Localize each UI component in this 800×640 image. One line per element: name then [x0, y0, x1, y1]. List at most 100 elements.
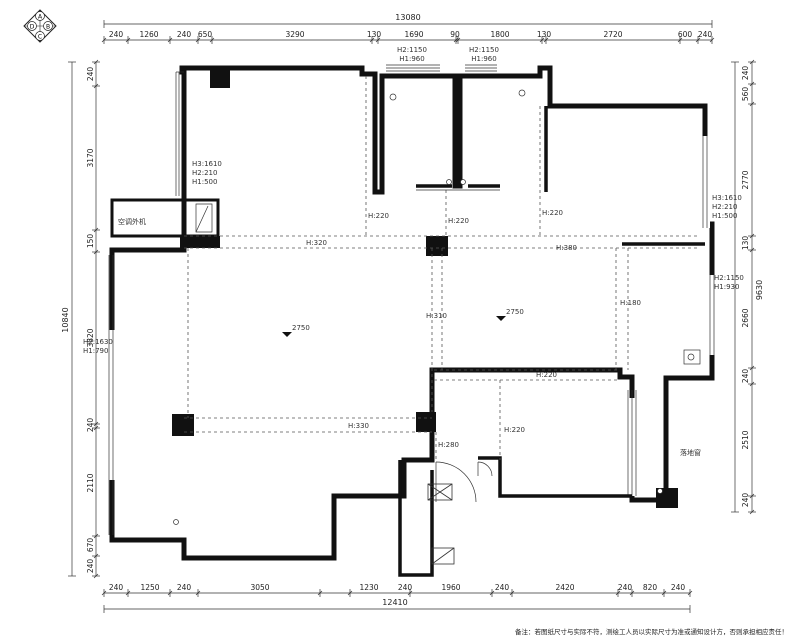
ceiling-height-markers — [282, 316, 506, 337]
compass-letter-b: B — [46, 24, 50, 31]
window-top-right-h2: H2:1150 — [469, 46, 499, 54]
dim-top-10: 2720 — [603, 30, 622, 39]
dim-left-5: 2110 — [86, 473, 95, 492]
dim-right-0: 240 — [741, 66, 750, 81]
dim-top-0: 240 — [109, 30, 124, 39]
dim-right-4: 2660 — [741, 308, 750, 327]
beam-h11: H:220 — [504, 426, 525, 434]
dim-top-7: 90 — [450, 30, 460, 39]
dim-right-1: 560 — [741, 87, 750, 102]
dim-top-8: 1800 — [490, 30, 509, 39]
dimension-tick — [677, 37, 683, 43]
beam-h4: H:320 — [306, 239, 327, 247]
dim-left-2: 150 — [86, 234, 95, 249]
beam-h5: H:380 — [556, 244, 577, 252]
dim-bottom-6: 1960 — [441, 583, 460, 592]
dimension-tick — [167, 37, 173, 43]
dim-bottom-11: 240 — [671, 583, 686, 592]
dim-top-4: 3290 — [285, 30, 304, 39]
dimension-tick — [539, 37, 545, 43]
dimension-lines — [71, 23, 753, 610]
dim-bottom-1: 1250 — [140, 583, 159, 592]
dimension-tick — [93, 573, 99, 579]
window-right-upper-h3: H3:1610 — [712, 194, 742, 202]
window-left-upper-h3: H3:1610 — [192, 160, 222, 168]
dimension-tick — [93, 83, 99, 89]
dimension-tick — [453, 37, 459, 43]
dimension-tick — [489, 590, 495, 596]
ceiling-height-left: 2750 — [292, 324, 310, 332]
dim-bottom-0: 240 — [109, 583, 124, 592]
dimension-tick — [695, 37, 701, 43]
dimension-tick — [93, 533, 99, 539]
dimension-tick — [369, 37, 375, 43]
dim-left-6: 670 — [86, 538, 95, 553]
dimension-tick — [749, 509, 755, 515]
beam-h8: H:220 — [536, 371, 557, 379]
dim-right-2: 2770 — [741, 170, 750, 189]
windows — [108, 64, 715, 535]
french-window-label: 落地窗 — [680, 448, 701, 457]
dimension-tick — [749, 493, 755, 499]
dimension-tick — [509, 590, 515, 596]
dimension-tick — [407, 590, 413, 596]
dimension-tick — [317, 590, 323, 596]
compass-letter-d: D — [30, 24, 35, 31]
dimension-tick — [93, 553, 99, 559]
dim-left-7: 240 — [86, 559, 95, 574]
dimension-tick — [101, 37, 107, 43]
dimension-tick — [455, 37, 461, 43]
dim-top-total: 13080 — [395, 13, 420, 22]
dimension-tick — [661, 590, 667, 596]
dimension-tick — [209, 37, 215, 43]
window-right-upper-h1: H1:500 — [712, 212, 737, 220]
window-top-left-h2: H2:1150 — [397, 46, 427, 54]
dimension-tick — [709, 37, 715, 43]
dimension-tick — [195, 590, 201, 596]
beam-h1: H:220 — [368, 212, 389, 220]
beam-lines — [184, 76, 700, 460]
dimension-tick — [347, 590, 353, 596]
dim-bottom-3: 3050 — [250, 583, 269, 592]
beam-h6: H:310 — [426, 312, 447, 320]
dimension-ticks — [68, 20, 756, 613]
window-top-right-h1: H1:960 — [471, 55, 496, 63]
dim-left-3: 3820 — [86, 328, 95, 347]
dim-right-3: 130 — [741, 236, 750, 251]
dim-bottom-2: 240 — [177, 583, 192, 592]
dimension-tick — [93, 59, 99, 65]
window-right-upper-h2: H2:210 — [712, 203, 737, 211]
utility-shafts — [427, 483, 455, 565]
dim-top-1: 1260 — [139, 30, 158, 39]
dimension-tick — [749, 247, 755, 253]
dim-top-2: 240 — [177, 30, 192, 39]
dim-top-3: 650 — [198, 30, 213, 39]
dimension-tick — [125, 37, 131, 43]
dimension-tick — [167, 590, 173, 596]
dim-bottom-9: 240 — [618, 583, 633, 592]
dim-bottom-total: 12410 — [382, 598, 407, 607]
footer-note: 备注：若图纸尺寸与实际不符，测绘工人员以实际尺寸为准或通知设计方，否则承担相应责… — [515, 627, 788, 636]
compass-letter-a: A — [38, 14, 43, 21]
dimension-tick — [125, 590, 131, 596]
floor-drains — [173, 89, 701, 525]
window-openings — [107, 63, 717, 496]
columns — [172, 68, 678, 508]
dimension-tick — [687, 590, 693, 596]
dim-top-12: 240 — [698, 30, 713, 39]
ac-unit-label: 空调外机 — [118, 217, 146, 226]
window-right-mid-h2: H2:1150 — [714, 274, 744, 282]
dim-right-6: 2510 — [741, 430, 750, 449]
dimension-tick — [615, 590, 621, 596]
dim-right-7: 240 — [741, 493, 750, 508]
dimension-tick — [93, 425, 99, 431]
dim-left-1: 3170 — [86, 148, 95, 167]
ceiling-height-right: 2750 — [506, 308, 524, 316]
dim-top-9: 130 — [537, 30, 552, 39]
beam-h7: H:180 — [620, 299, 641, 307]
beam-h9: H:330 — [348, 422, 369, 430]
door-swings — [416, 189, 500, 503]
window-left-upper-h2: H2:210 — [192, 169, 217, 177]
dim-right-total: 9630 — [755, 280, 764, 300]
